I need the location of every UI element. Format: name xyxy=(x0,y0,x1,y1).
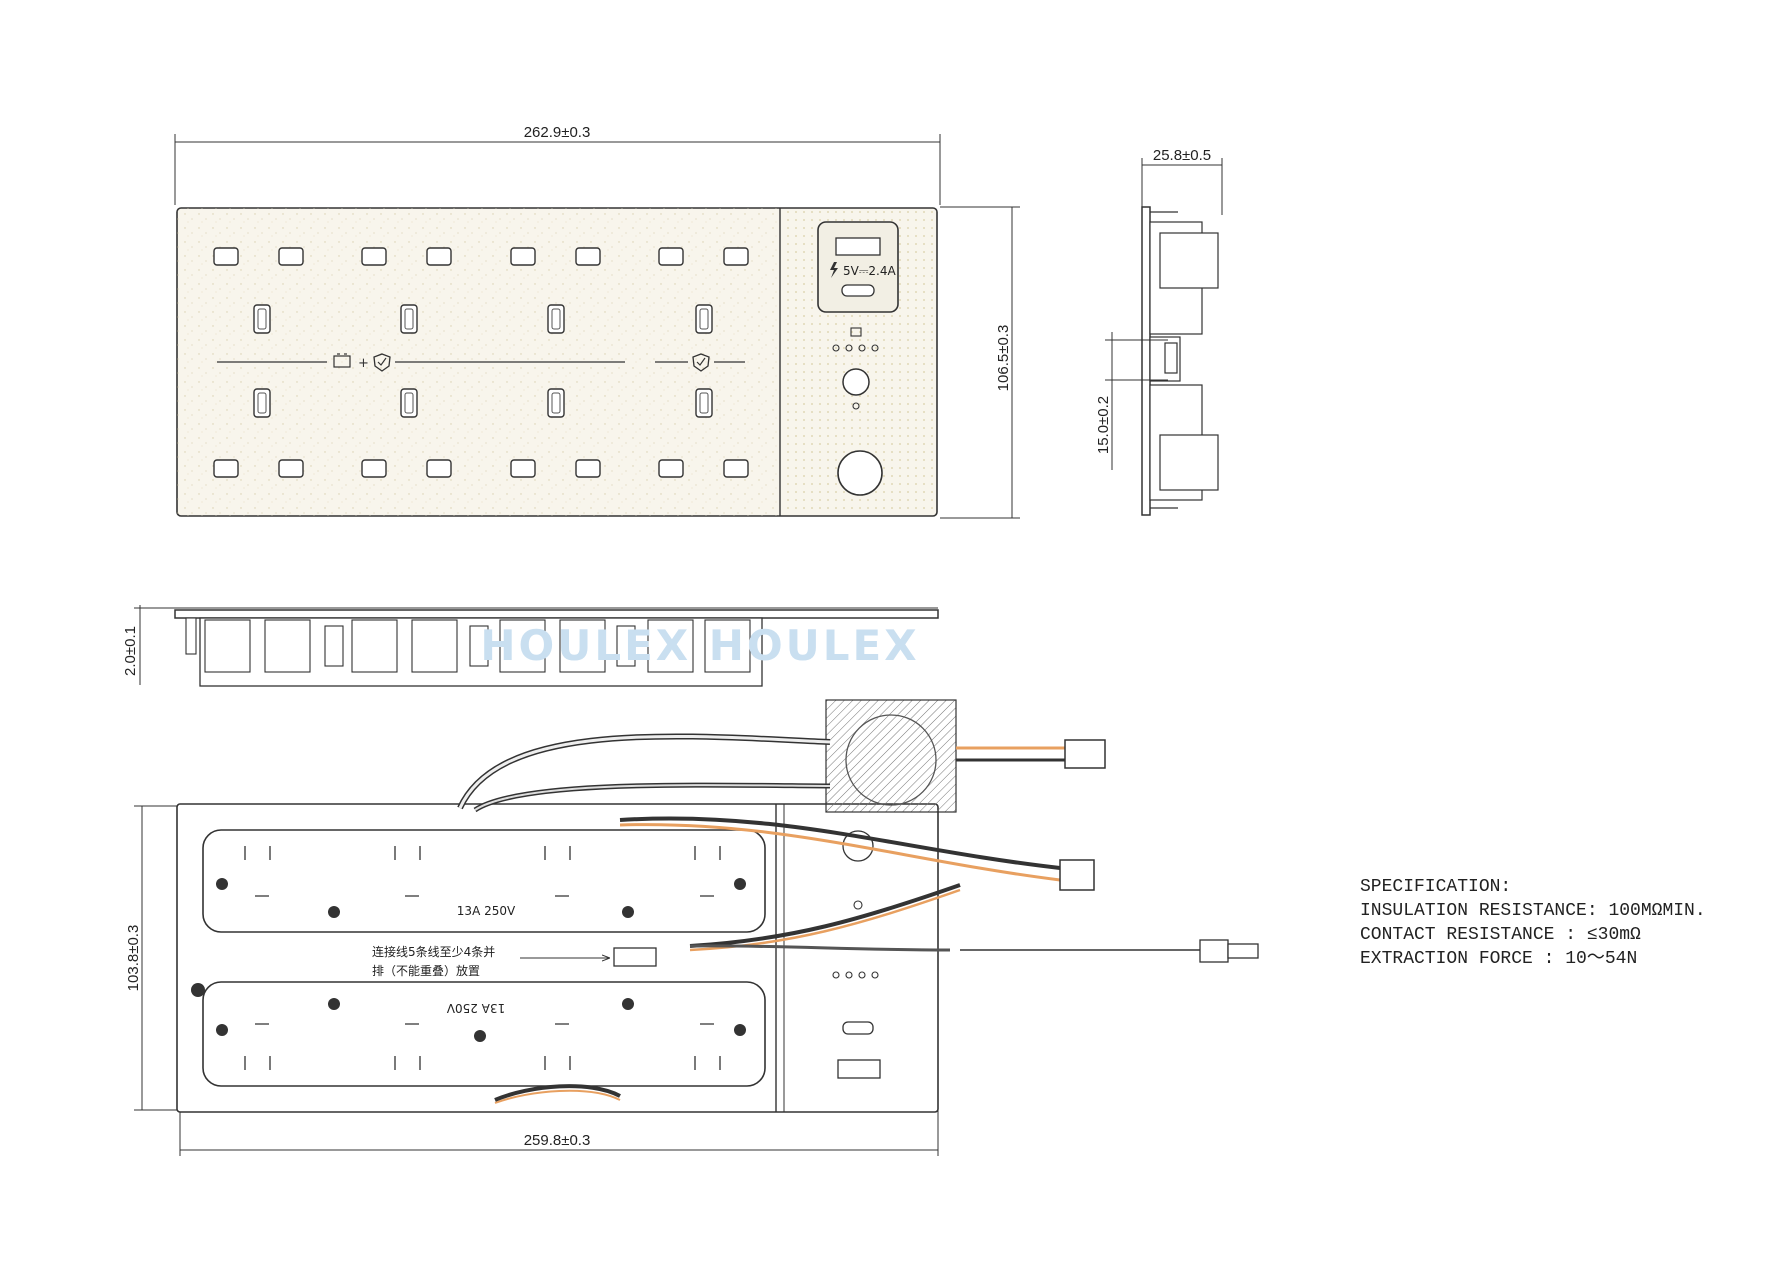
lightning-icon xyxy=(830,262,838,278)
battery-icon xyxy=(333,353,351,368)
specification-title: SPECIFICATION: xyxy=(1360,877,1512,897)
shield-icon xyxy=(373,353,391,372)
side-depth-dimension: 25.8±0.5 xyxy=(1153,147,1211,164)
bottom-width-dimension: 259.8±0.3 xyxy=(524,1132,591,1149)
usb-a-port xyxy=(835,237,881,256)
connector-2 xyxy=(1059,859,1095,891)
specification-block: SPECIFICATION: INSULATION RESISTANCE: 10… xyxy=(1360,875,1706,971)
indicator-leds xyxy=(832,344,879,352)
front-thickness-dimension: 2.0±0.1 xyxy=(122,626,139,676)
usb-c-port xyxy=(841,284,875,297)
top-view: 262.9±0.3 106.5±0.3 xyxy=(174,124,1020,519)
spec-insulation-resistance: INSULATION RESISTANCE: 100MΩMIN. xyxy=(1360,901,1706,921)
front-view: 2.0±0.1 HOULEX HOULEX xyxy=(122,605,939,687)
connector-3 xyxy=(1199,939,1229,963)
svg-text:+: + xyxy=(358,356,369,371)
connector-1 xyxy=(1064,739,1106,769)
usb-rating-label: 5V⎓2.4A xyxy=(843,264,897,278)
top-height-dimension: 106.5±0.3 xyxy=(995,325,1012,392)
wiring-note-line2: 排（不能重叠）放置 xyxy=(372,963,480,978)
spec-extraction-force: EXTRACTION FORCE : 10～54N xyxy=(1360,949,1638,969)
socket-body-top xyxy=(202,829,766,933)
side-offset-dimension: 15.0±0.2 xyxy=(1095,396,1112,454)
power-button xyxy=(837,450,883,496)
wiring-note-line1: 连接线5条线至少4条并 xyxy=(372,944,495,959)
transformer-block xyxy=(825,699,957,813)
reset-button xyxy=(842,368,870,396)
bottom-height-dimension: 103.8±0.3 xyxy=(125,925,142,992)
rating-label-top: 13A 250V xyxy=(457,904,516,918)
spec-contact-resistance: CONTACT RESISTANCE : ≤30mΩ xyxy=(1360,925,1641,945)
rating-label-bottom: 13A 250V xyxy=(446,1001,505,1015)
top-width-dimension: 262.9±0.3 xyxy=(524,124,591,141)
bottom-view: 103.8±0.3 259.8±0.3 13A 250V 13A 250V 连接… xyxy=(125,699,1259,1156)
shield-icon xyxy=(692,353,710,372)
uk-socket-group xyxy=(213,247,749,478)
side-view: 25.8±0.5 15.0±0.2 xyxy=(1095,147,1223,516)
watermark: HOULEX HOULEX xyxy=(480,621,919,670)
key-icon xyxy=(850,327,862,337)
